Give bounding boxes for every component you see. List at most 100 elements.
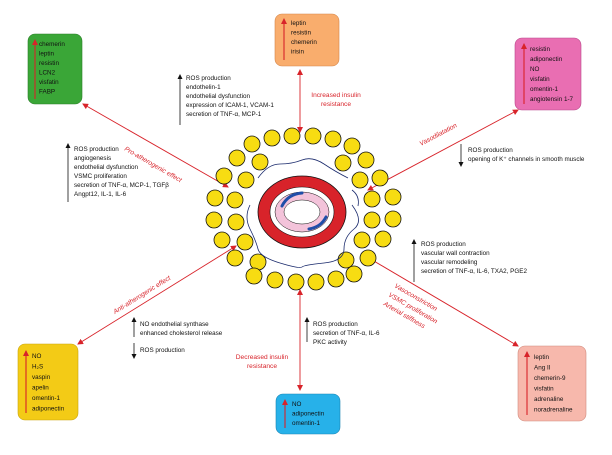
- effect-item: ROS production: [186, 75, 231, 82]
- effect-item: Angpt12, IL-1, IL-6: [74, 191, 127, 198]
- effects-top-center: ROS production endothelin-1 endothelial …: [177, 74, 274, 125]
- box-item: adiponectin: [530, 56, 563, 63]
- effect-item: opening of K⁺ channels in smooth muscle: [468, 156, 585, 163]
- adipocyte: [304, 127, 322, 145]
- effect-item: ROS production: [140, 347, 185, 354]
- adipocyte: [226, 191, 244, 209]
- adipocyte: [384, 188, 402, 206]
- adipocyte: [343, 137, 361, 155]
- pro-atherogenic-arrow: [82, 103, 229, 188]
- vessel-wavy-layers: [246, 158, 359, 268]
- box-item: leptin: [291, 20, 307, 27]
- adipocyte: [206, 189, 224, 207]
- adipocyte: [307, 273, 325, 291]
- effect-item: ROS production: [313, 321, 358, 328]
- anti-atherogenic-label: Anti-atherogenic effect: [112, 274, 173, 316]
- adipocyte: [227, 213, 245, 231]
- vessel-lumen: [283, 199, 321, 225]
- adipocyte: [345, 265, 363, 283]
- box-item: chemerin: [291, 39, 317, 46]
- adipocyte: [213, 231, 231, 249]
- effect-item: secretion of TNF-α, MCP-1: [186, 111, 262, 118]
- connector-arrows: [77, 69, 519, 391]
- effect-item: expression of ICAM-1, VCAM-1: [186, 102, 274, 109]
- box-item: resistin: [291, 30, 311, 37]
- box-item: visfatin: [534, 386, 554, 393]
- box-item: chemerin-9: [534, 375, 566, 382]
- effect-item: enhanced cholesterol release: [140, 330, 223, 337]
- box-item: irisin: [291, 49, 304, 56]
- effect-item: angiogenesis: [74, 155, 111, 162]
- effects-left-upper: ROS production angiogenesis endothelial …: [65, 143, 169, 202]
- adipocyte: [237, 171, 255, 189]
- effect-item: secretion of TNF-α, IL-6: [313, 330, 380, 337]
- adipocyte: [353, 231, 371, 249]
- adipocyte: [245, 267, 263, 285]
- adipocyte: [351, 171, 369, 189]
- box-item: omentin-1: [530, 86, 558, 93]
- adipocyte: [337, 251, 355, 269]
- endothelial-cell: [280, 191, 304, 208]
- vasodilatation-label: Vasodilatation: [419, 122, 459, 148]
- adipocyte: [363, 211, 381, 229]
- adipocyte: [263, 129, 281, 147]
- box-item: noradrenaline: [534, 407, 573, 414]
- box-item: Ang II: [534, 365, 551, 372]
- box-item: resistin: [530, 46, 550, 53]
- box-item: NO: [292, 401, 302, 408]
- effect-item: ROS production: [74, 146, 119, 153]
- box-item: visfatin: [39, 79, 59, 86]
- effects-right-upper: ROS production opening of K⁺ channels in…: [458, 144, 585, 167]
- effect-item: ROS production: [421, 241, 466, 248]
- effect-item: vascular remodeling: [421, 259, 478, 266]
- effect-item: secretion of TNF-α, IL-6, TXA2, PGE2: [421, 268, 527, 275]
- box-item: leptin: [534, 354, 550, 361]
- decreased-insulin-label-line2: resistance: [247, 363, 277, 370]
- increased-insulin-label-line2: resistance: [321, 101, 351, 108]
- decreased-insulin-label-line1: Decreased insulin: [236, 354, 289, 361]
- vasoconstriction-arrow: [361, 253, 519, 347]
- adipocyte: [226, 249, 244, 267]
- box-item: leptin: [39, 51, 55, 58]
- box-item: adiponectin: [32, 406, 65, 413]
- adipocyte: [324, 130, 342, 148]
- box-item: LCN2: [39, 70, 56, 77]
- adipocyte: [371, 169, 389, 187]
- box-item: resistin: [39, 60, 59, 67]
- adipocyte: [374, 230, 392, 248]
- adipocyte-ring: [205, 127, 402, 291]
- box-item: visfatin: [530, 76, 550, 83]
- box-item: adiponectin: [292, 411, 325, 418]
- box-top-center: leptin resistin chemerin irisin: [274, 13, 340, 67]
- adipocyte: [215, 167, 233, 185]
- adipocyte: [327, 270, 345, 288]
- adipocyte: [384, 210, 402, 228]
- effect-item: VSMC proliferation: [74, 173, 127, 180]
- adipocyte: [243, 135, 261, 153]
- effect-item: vascular wall contraction: [421, 250, 490, 257]
- adipocyte: [228, 149, 246, 167]
- box-item: vaspin: [32, 374, 51, 381]
- box-item: omentin-1: [292, 420, 320, 427]
- adipocyte: [205, 211, 223, 229]
- adipocyte: [357, 151, 375, 169]
- adipocyte: [359, 249, 377, 267]
- blood-vessel: [257, 175, 347, 249]
- effect-item: endothelin-1: [186, 84, 221, 91]
- box-item: angiotensin 1-7: [530, 96, 574, 103]
- anti-atherogenic-arrow: [77, 245, 237, 345]
- box-bottom-right: leptin Ang II chemerin-9 visfatin adrena…: [517, 345, 587, 422]
- box-item: H₂S: [32, 364, 43, 371]
- effects-right-lower: ROS production vascular wall contraction…: [411, 239, 527, 282]
- effect-item: PKC activity: [313, 339, 348, 346]
- effect-item: NO endothelial synthase: [140, 321, 209, 328]
- box-item: FABP: [39, 89, 55, 96]
- box-item: omentin-1: [32, 395, 60, 402]
- adipocyte: [266, 271, 284, 289]
- adipocyte: [283, 127, 301, 145]
- adipocyte: [363, 190, 381, 208]
- box-item: NO: [32, 353, 42, 360]
- box-bottom-left: NO H₂S vaspin apelin omentin-1 adiponect…: [17, 343, 79, 421]
- adipocyte: [287, 273, 305, 291]
